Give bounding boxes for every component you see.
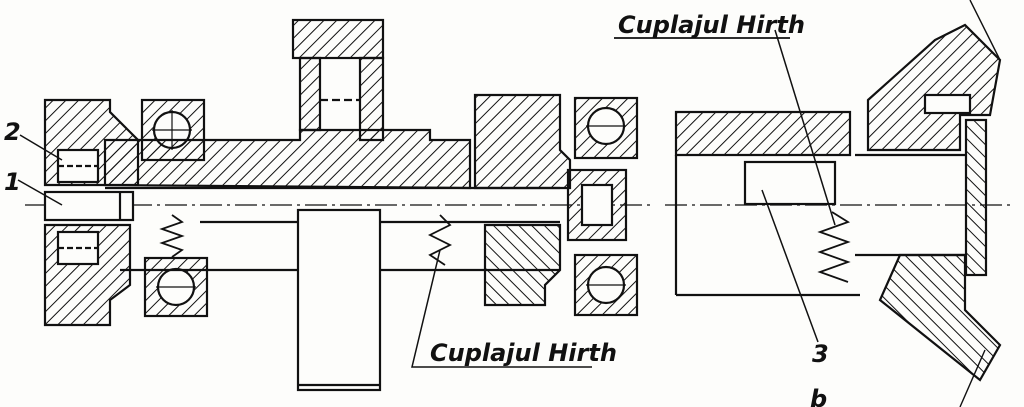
leader-hirth-top — [774, 29, 836, 226]
spring-left — [159, 214, 185, 258]
part-3-sleeve — [743, 160, 837, 206]
hirth-teeth — [964, 118, 988, 277]
bearing-lower-right — [573, 253, 639, 317]
left-assembly — [17, 18, 655, 392]
leader-part-1 — [17, 179, 63, 206]
main-shaft-body — [103, 128, 472, 190]
label-hirth-bottom: Cuplajul Hirth — [430, 339, 617, 367]
label-part-1: 1 — [4, 168, 21, 196]
right-gear-upper — [473, 93, 572, 190]
label-view-b: b — [810, 385, 827, 407]
bearing-upper-right — [573, 96, 639, 160]
leader-hirth-bottom — [411, 249, 592, 368]
right-gear-lower — [483, 223, 562, 307]
bevel-gear-upper — [866, 23, 1002, 152]
right-assembly — [665, 0, 1015, 407]
hirth-spring-right — [817, 211, 851, 283]
label-hirth-top: Cuplajul Hirth — [618, 11, 805, 39]
central-gear — [291, 18, 385, 392]
label-part-2: 2 — [4, 118, 21, 146]
bearing-lower-left — [143, 256, 209, 318]
part-1-pin — [43, 190, 135, 222]
right-shaft-upper — [674, 110, 852, 157]
hirth-spring-middle — [427, 214, 453, 266]
leader-part-3 — [761, 189, 819, 343]
leader-part-2 — [19, 134, 63, 161]
label-part-3: 3 — [812, 340, 829, 368]
